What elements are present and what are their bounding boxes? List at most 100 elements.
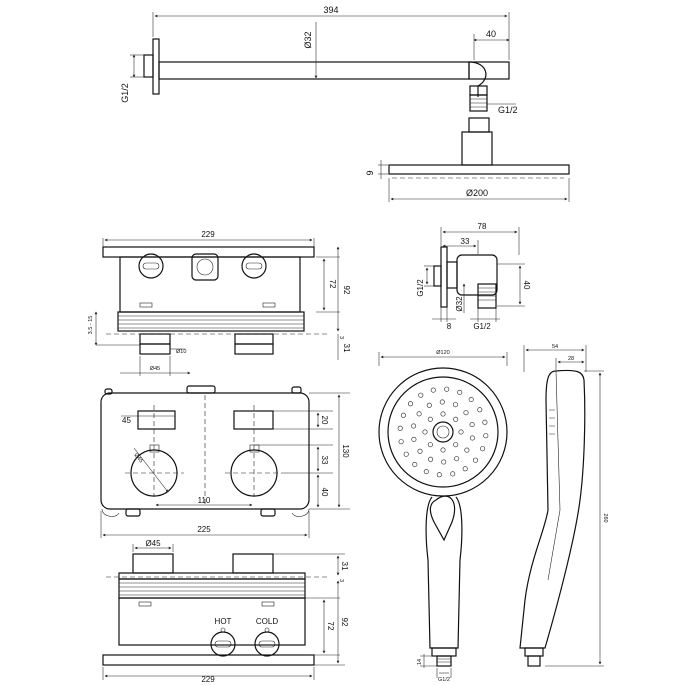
mixer-body: [119, 256, 301, 313]
nozzle-dot: [452, 402, 458, 408]
dim-top-3: 3: [338, 336, 344, 339]
dim-hand-depth: 54: [552, 344, 558, 350]
dim-bottom-72: 72: [326, 622, 335, 631]
dim-knob-dia: Ø10: [176, 349, 186, 355]
cold-label: COLD: [256, 617, 278, 626]
center-nozzle: [432, 421, 454, 443]
bottom-left-knob: [132, 553, 174, 574]
nozzle-dot: [483, 433, 489, 439]
nozzle-dot: [430, 387, 436, 393]
top-frame-rail: [102, 246, 315, 258]
nozzle-dot: [482, 419, 488, 425]
nozzle-dot: [427, 442, 433, 448]
right-knob-top: [234, 333, 274, 345]
nozzle-dot: [477, 407, 483, 413]
hand-shower-handle: [425, 496, 463, 649]
dim-front-33: 33: [320, 456, 329, 465]
nozzle-dot: [444, 386, 450, 392]
nozzle-dot: [426, 402, 432, 408]
nozzle-dot: [472, 457, 478, 463]
arm-end-block: [468, 61, 510, 80]
dim-bottom-31: 31: [340, 562, 349, 571]
nozzle-dot: [441, 459, 447, 465]
dim-bottom-knob: Ø45: [145, 539, 161, 548]
nozzle-dot: [454, 456, 460, 462]
dim-plaster-range: 3.5 - 15: [88, 316, 94, 335]
nozzle-dot: [411, 436, 417, 442]
nozzle-dot: [453, 416, 459, 422]
right-slot: [233, 410, 274, 430]
handle-thread: [436, 655, 452, 667]
nozzle-dot: [418, 392, 424, 398]
dim-outlet-dia: Ø32: [455, 296, 464, 312]
nozzle-dot: [428, 456, 434, 462]
overhead-arm-view: 394 40 Ø32 G1/2 G1/2 9 Ø200: [120, 5, 570, 202]
dim-top-width: 229: [201, 230, 215, 239]
nozzle-dot: [400, 412, 406, 418]
right-knob-base: [234, 343, 274, 355]
outlet-stub: [433, 265, 442, 287]
hand-shower-front-view: Ø120 14 G1/2: [378, 350, 508, 683]
outlet-neck: [446, 261, 458, 289]
nozzle-dot: [458, 429, 464, 435]
outlet-flange: [440, 246, 448, 308]
dim-total-length: 394: [323, 5, 338, 15]
dim-head-thickness: 9: [365, 170, 375, 175]
dim-bottom-3: 3: [338, 579, 344, 582]
dim-wall-thread: G1/2: [120, 83, 130, 103]
dim-top-31: 31: [342, 344, 351, 353]
dim-thread-length: 14: [417, 659, 423, 665]
dim-outlet-width: 78: [478, 222, 487, 231]
dim-hand-length: 260: [602, 513, 608, 522]
nozzle-dot: [436, 472, 442, 478]
plaster-guard: [117, 311, 305, 332]
left-knob-base: [139, 343, 171, 355]
swivel-joint: [468, 117, 490, 133]
dim-front-spacing: 110: [198, 496, 211, 505]
shower-arm: [158, 61, 470, 80]
nozzle-dot: [450, 471, 456, 477]
dim-front-width: 225: [197, 525, 211, 534]
wall-outlet-view: 78 33 G1/2 40 Ø32 8 G1/2: [416, 222, 531, 331]
nozzle-dot: [422, 429, 428, 435]
bottom-right-knob: [232, 553, 274, 574]
dim-top-72: 72: [328, 280, 337, 289]
dim-outlet-offset: 33: [461, 237, 470, 246]
left-knob-top: [139, 333, 171, 345]
nozzle-dot: [427, 416, 433, 422]
nozzle-dot: [398, 439, 404, 445]
dim-front-40: 40: [320, 488, 329, 497]
nozzle-dot: [469, 435, 475, 441]
nozzle-dot: [463, 410, 469, 416]
dim-hand-depth2: 28: [568, 356, 574, 362]
center-port: [191, 253, 219, 281]
mixer-top-view: 229 72 92 3 31 3.5 - 15 Ø10 Ø45: [88, 230, 351, 376]
dim-front-knob: Ø45: [132, 452, 143, 464]
hand-shower-side-view: 54 28 260: [519, 344, 608, 667]
wall-thread-stub: [143, 54, 154, 78]
nozzle-dot: [411, 423, 417, 429]
nozzle-dot: [469, 422, 475, 428]
nozzle-dot: [462, 466, 468, 472]
dim-outlet-thread: G1/2: [416, 279, 425, 297]
hot-label: HOT: [215, 617, 232, 626]
dim-front-height: 130: [341, 444, 350, 458]
right-port: [241, 253, 267, 279]
hand-shower-profile: [519, 369, 586, 649]
mixer-bottom-view: HOT COLD Ø45 31 3 72 92 229: [102, 539, 349, 684]
nozzle-dot: [397, 425, 403, 431]
dim-outlet-height: 40: [522, 281, 531, 290]
nozzle-dot: [468, 396, 474, 402]
nozzle-dot: [417, 448, 423, 454]
mixer-front-view: 45 Ø45 110 225 20 33 40 130: [100, 385, 350, 538]
dim-head-diameter: Ø200: [466, 188, 488, 198]
left-slot: [137, 410, 176, 430]
shower-head-plate: [388, 164, 570, 175]
thread-lines: [470, 98, 487, 108]
nozzle-dots: [397, 386, 489, 478]
dim-hand-thread: G1/2: [438, 677, 450, 683]
wall-flange: [152, 38, 160, 95]
head-neck: [461, 131, 493, 166]
